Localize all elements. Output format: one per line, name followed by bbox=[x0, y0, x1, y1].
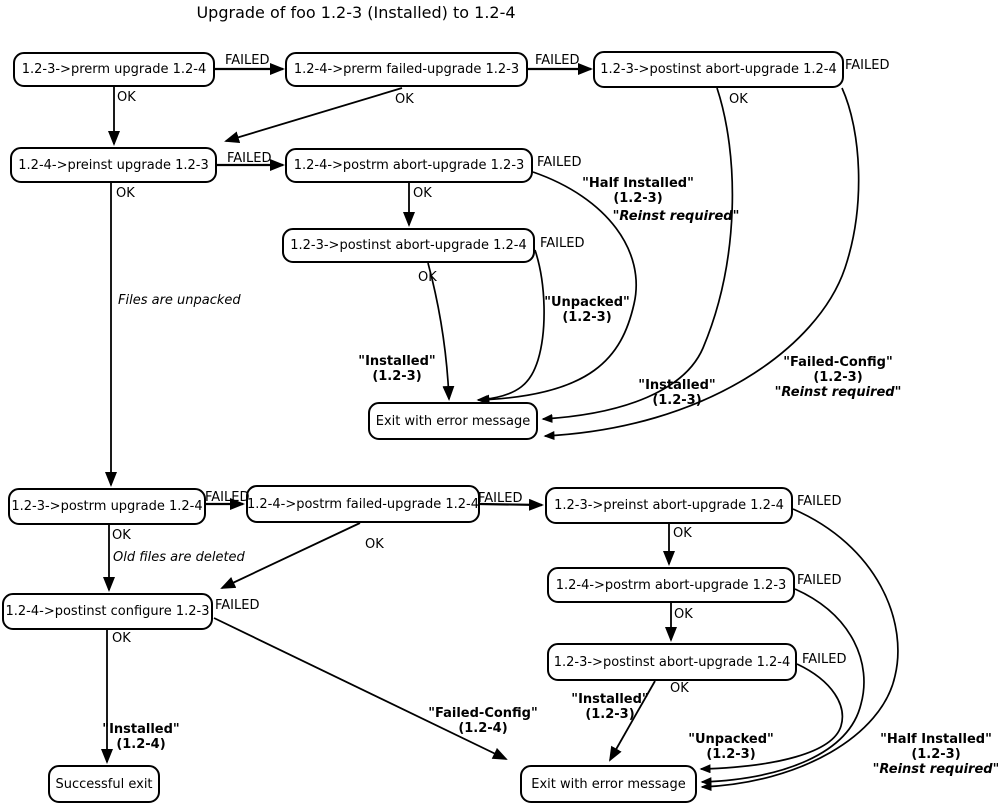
state-failed-config-124: "Failed-Config" (1.2-4) bbox=[428, 706, 538, 736]
state-name: "Installed" bbox=[102, 722, 180, 737]
node-postinst-abort-mid: 1.2-3->postinst abort-upgrade 1.2-4 bbox=[282, 228, 535, 263]
edge-postinstabort2-ok-to-exit-arrow bbox=[609, 680, 656, 762]
state-half-installed-123-top: "Half Installed" (1.2-3) bbox=[582, 176, 694, 206]
node-postrm-abort-bottom: 1.2-4->postrm abort-upgrade 1.2-3 bbox=[547, 567, 795, 603]
state-version: (1.2-3) bbox=[652, 393, 702, 408]
node-prerm-failed-upgrade: 1.2-4->prerm failed-upgrade 1.2-3 bbox=[285, 52, 528, 87]
state-version: (1.2-3) bbox=[562, 310, 612, 325]
node-postinst-abort-bottom: 1.2-3->postinst abort-upgrade 1.2-4 bbox=[547, 643, 797, 681]
node-postrm-abort-mid: 1.2-4->postrm abort-upgrade 1.2-3 bbox=[285, 148, 533, 183]
ok-label-postrmabort: OK bbox=[413, 186, 432, 201]
state-name: "Unpacked" bbox=[544, 295, 630, 310]
failed-label-prerm: FAILED bbox=[225, 53, 270, 68]
state-version: (1.2-3) bbox=[613, 191, 663, 206]
state-installed-124: "Installed" (1.2-4) bbox=[102, 722, 179, 752]
ok-label-postrmabort2: OK bbox=[674, 607, 693, 622]
state-name: "Installed" bbox=[358, 354, 436, 369]
state-version: (1.2-3) bbox=[372, 369, 422, 384]
state-half-installed-123-top-note: "Reinst required" bbox=[613, 209, 740, 224]
curve-postrmabort2-failed bbox=[700, 588, 865, 787]
failed-label-postinstabort-top: FAILED bbox=[845, 58, 890, 73]
node-postrm-failed-upgrade: 1.2-4->postrm failed-upgrade 1.2-4 bbox=[246, 485, 480, 523]
ok-label-preinst: OK bbox=[116, 186, 135, 201]
state-name: "Installed" bbox=[571, 692, 649, 707]
edge-configure-failed-arrow bbox=[213, 617, 508, 760]
failed-label-postrmabort: FAILED bbox=[537, 155, 582, 170]
node-postinst-configure: 1.2-4->postinst configure 1.2-3 bbox=[2, 593, 213, 630]
state-unpacked-123-mid: "Unpacked" (1.2-3) bbox=[544, 295, 630, 325]
state-half-installed-123-bottom: "Half Installed" (1.2-3) "Reinst require… bbox=[873, 732, 998, 777]
failed-label-postrmabort2: FAILED bbox=[797, 573, 842, 588]
failed-label-postinstabort2: FAILED bbox=[802, 652, 847, 667]
ok-label-postrmfailed: OK bbox=[365, 537, 384, 552]
failed-label-postrm: FAILED bbox=[205, 490, 250, 505]
ok-label-postinstabort: OK bbox=[418, 270, 437, 285]
ok-label-configure: OK bbox=[112, 631, 131, 646]
failed-label-prermfailed: FAILED bbox=[535, 53, 580, 68]
note-files-unpacked: Files are unpacked bbox=[118, 293, 241, 308]
state-installed-123-mid-right: "Installed" (1.2-3) bbox=[638, 378, 715, 408]
edge-postinstabort-ok-to-exit-arrow bbox=[427, 262, 455, 401]
curve-postinstabort2-failed-unpacked bbox=[699, 663, 844, 774]
failed-label-postrmfailed: FAILED bbox=[478, 491, 523, 506]
state-name: "Failed-Config" bbox=[783, 355, 893, 370]
edge-postrmfailed-failed-arrow bbox=[479, 498, 544, 511]
diagram-title: Upgrade of foo 1.2-3 (Installed) to 1.2-… bbox=[196, 3, 516, 22]
failed-label-preinst: FAILED bbox=[227, 151, 272, 166]
state-name: "Unpacked" bbox=[688, 732, 774, 747]
state-version: (1.2-3) bbox=[813, 370, 863, 385]
ok-label-prermfailed: OK bbox=[395, 92, 414, 107]
curve-postinstabort-top-failed-failed-config bbox=[543, 87, 860, 441]
state-version: (1.2-3) bbox=[911, 747, 961, 762]
state-note: "Reinst required" bbox=[612, 209, 740, 224]
curve-postinstabort-top-ok-installed bbox=[541, 87, 734, 423]
node-preinst-upgrade: 1.2-4->preinst upgrade 1.2-3 bbox=[10, 147, 217, 183]
curve-postinstabort-failed-unpacked bbox=[478, 249, 545, 404]
ok-label-prerm: OK bbox=[117, 90, 136, 105]
node-postinst-abort-top: 1.2-3->postinst abort-upgrade 1.2-4 bbox=[593, 51, 844, 88]
node-prerm-upgrade: 1.2-3->prerm upgrade 1.2-4 bbox=[13, 52, 215, 87]
node-successful-exit: Successful exit bbox=[48, 765, 160, 803]
state-name: "Half Installed" bbox=[880, 732, 992, 747]
failed-label-configure: FAILED bbox=[215, 598, 260, 613]
state-installed-123-bottom: "Installed" (1.2-3) bbox=[571, 692, 648, 722]
node-exit-error-bottom: Exit with error message bbox=[520, 765, 697, 803]
state-name: "Half Installed" bbox=[582, 176, 694, 191]
state-note: "Reinst required" bbox=[872, 762, 998, 777]
state-name: "Installed" bbox=[638, 378, 716, 393]
edge-postrmfailed-ok-arrow bbox=[220, 522, 361, 589]
curve-preinstabort-failed-half-installed bbox=[700, 508, 899, 792]
state-note: "Reinst required" bbox=[774, 385, 902, 400]
state-installed-123-mid-left: "Installed" (1.2-3) bbox=[358, 354, 435, 384]
failed-label-preinstabort: FAILED bbox=[797, 494, 842, 509]
state-failed-config-123: "Failed-Config" (1.2-3) "Reinst required… bbox=[775, 355, 902, 400]
state-version: (1.2-3) bbox=[706, 747, 756, 762]
curve-postrmabort-failed-half-installed bbox=[476, 171, 638, 405]
state-version: (1.2-4) bbox=[458, 721, 508, 736]
failed-label-postinstabort: FAILED bbox=[540, 236, 585, 251]
edge-prermfailed-ok-arrow bbox=[224, 87, 403, 143]
ok-label-postinstabort2: OK bbox=[670, 681, 689, 696]
node-preinst-abort: 1.2-3->preinst abort-upgrade 1.2-4 bbox=[545, 487, 793, 524]
state-unpacked-123-bottom: "Unpacked" (1.2-3) bbox=[688, 732, 774, 762]
state-name: "Failed-Config" bbox=[428, 706, 538, 721]
state-version: (1.2-4) bbox=[116, 737, 166, 752]
ok-label-postrm: OK bbox=[112, 528, 131, 543]
node-exit-error-mid: Exit with error message bbox=[368, 402, 538, 440]
note-old-files-deleted: Old files are deleted bbox=[113, 550, 245, 565]
state-version: (1.2-3) bbox=[585, 707, 635, 722]
ok-label-postinstabort-top: OK bbox=[729, 92, 748, 107]
node-postrm-upgrade: 1.2-3->postrm upgrade 1.2-4 bbox=[8, 488, 206, 525]
ok-label-preinstabort: OK bbox=[673, 526, 692, 541]
